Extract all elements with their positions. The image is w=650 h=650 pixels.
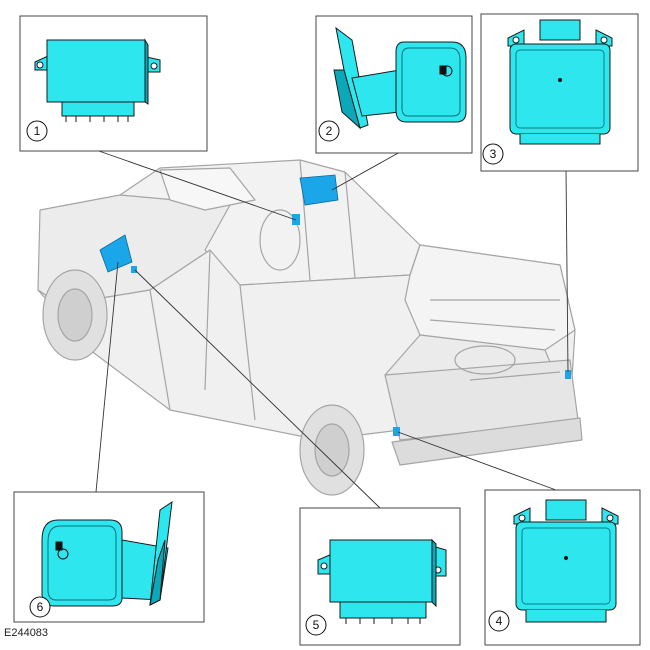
leader-lines xyxy=(95,149,569,509)
callout-2: 2 xyxy=(318,120,340,142)
svg-text:1: 1 xyxy=(34,124,41,138)
svg-text:5: 5 xyxy=(313,618,320,632)
vehicle-module-1-highlight xyxy=(292,214,300,225)
pickup-truck-illustration xyxy=(37,159,583,496)
module-1-illustration xyxy=(34,38,161,122)
leader-line-4 xyxy=(397,431,557,491)
mirror-2-illustration xyxy=(333,26,467,130)
vehicle-right-mirror-highlight xyxy=(299,174,339,206)
blind-spot-icon xyxy=(55,541,69,560)
module-4-illustration xyxy=(513,499,619,623)
vehicle-left-mirror-highlight xyxy=(99,234,133,273)
svg-text:2: 2 xyxy=(326,124,333,138)
callout-markers: 1 2 3 4 5 6 xyxy=(26,120,510,636)
vehicle-module-5-highlight xyxy=(131,266,137,273)
callout-1: 1 xyxy=(26,120,48,142)
leader-line-6 xyxy=(95,261,119,493)
leader-line-3 xyxy=(565,169,569,373)
leader-line-5 xyxy=(134,269,381,509)
callout-3: 3 xyxy=(482,143,504,165)
callout-6: 6 xyxy=(29,596,51,618)
module-5-illustration xyxy=(317,538,447,624)
vehicle-highlighted-components xyxy=(99,174,571,436)
leader-line-2 xyxy=(331,151,401,191)
figure-reference-code: E244083 xyxy=(4,627,49,639)
module-3-illustration xyxy=(507,19,613,145)
callout-5: 5 xyxy=(305,614,327,636)
blind-spot-icon xyxy=(439,65,453,77)
svg-text:6: 6 xyxy=(37,600,44,614)
vehicle-module-3-highlight xyxy=(565,370,571,379)
svg-text:3: 3 xyxy=(490,147,497,161)
vehicle-module-4-highlight xyxy=(393,427,400,436)
svg-text:4: 4 xyxy=(496,614,503,628)
callout-4: 4 xyxy=(488,610,510,632)
leader-line-1 xyxy=(95,149,297,221)
mirror-6-illustration xyxy=(41,500,173,607)
